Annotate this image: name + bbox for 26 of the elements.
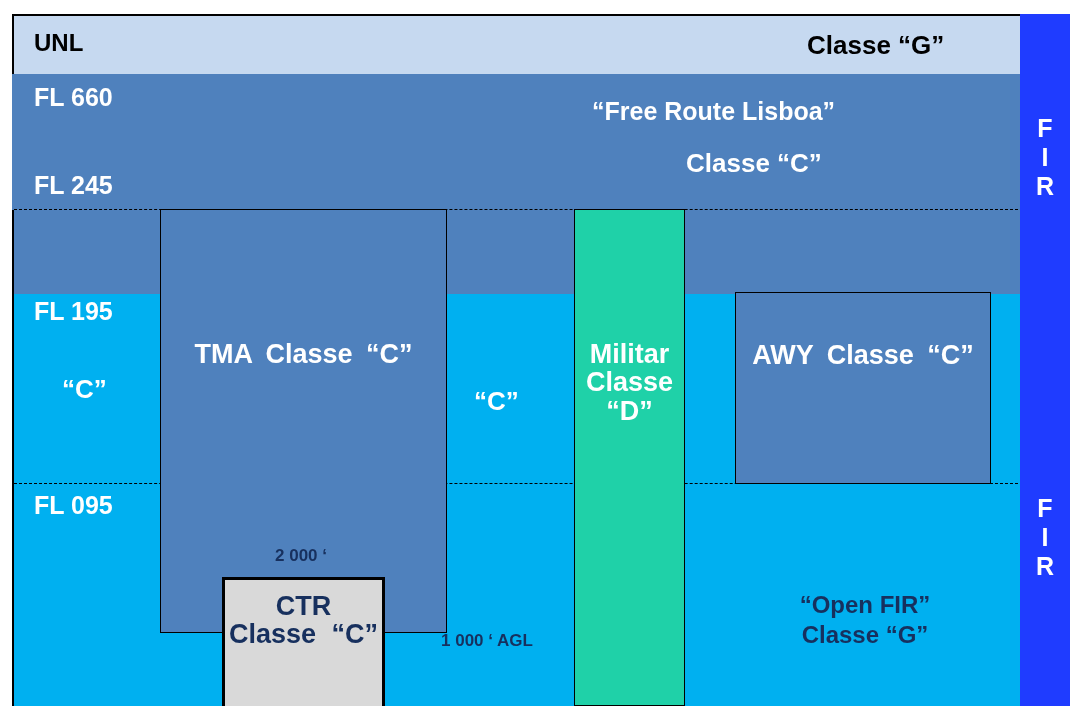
airspace-block (735, 292, 991, 484)
level-label: UNL (34, 30, 84, 56)
altitude-label: 1 000 ‘ AGL (441, 632, 533, 650)
airspace-band (12, 74, 1022, 210)
zone-label: “Free Route Lisboa” (592, 98, 836, 125)
airspace-band (12, 14, 1022, 76)
level-label: FL 195 (34, 298, 113, 325)
level-label: FL 660 (34, 84, 113, 111)
airspace-block (222, 577, 385, 706)
zone-label: Classe “G” (807, 32, 945, 60)
fir-bar (1020, 334, 1070, 706)
zone-label: Militar Classe “D” (584, 340, 675, 426)
side-label: F I R (1034, 114, 1056, 201)
level-label: FL 095 (34, 492, 113, 519)
zone-label: “C” (474, 388, 519, 416)
airspace-block (574, 209, 685, 706)
altitude-label: 2 000 ‘ (275, 547, 327, 565)
zone-label: TMA Classe “C” (193, 340, 414, 369)
zone-label: CTR Classe “C” (227, 592, 380, 649)
fir-bar (1020, 14, 1070, 334)
zone-label: Classe “C” (686, 150, 822, 178)
zone-label: “Open FIR” Classe “G” (798, 590, 932, 650)
level-label: FL 245 (34, 172, 113, 199)
side-label: F I R (1034, 494, 1056, 581)
zone-label: “C” (62, 376, 107, 404)
zone-label: AWY Classe “C” (751, 341, 975, 370)
